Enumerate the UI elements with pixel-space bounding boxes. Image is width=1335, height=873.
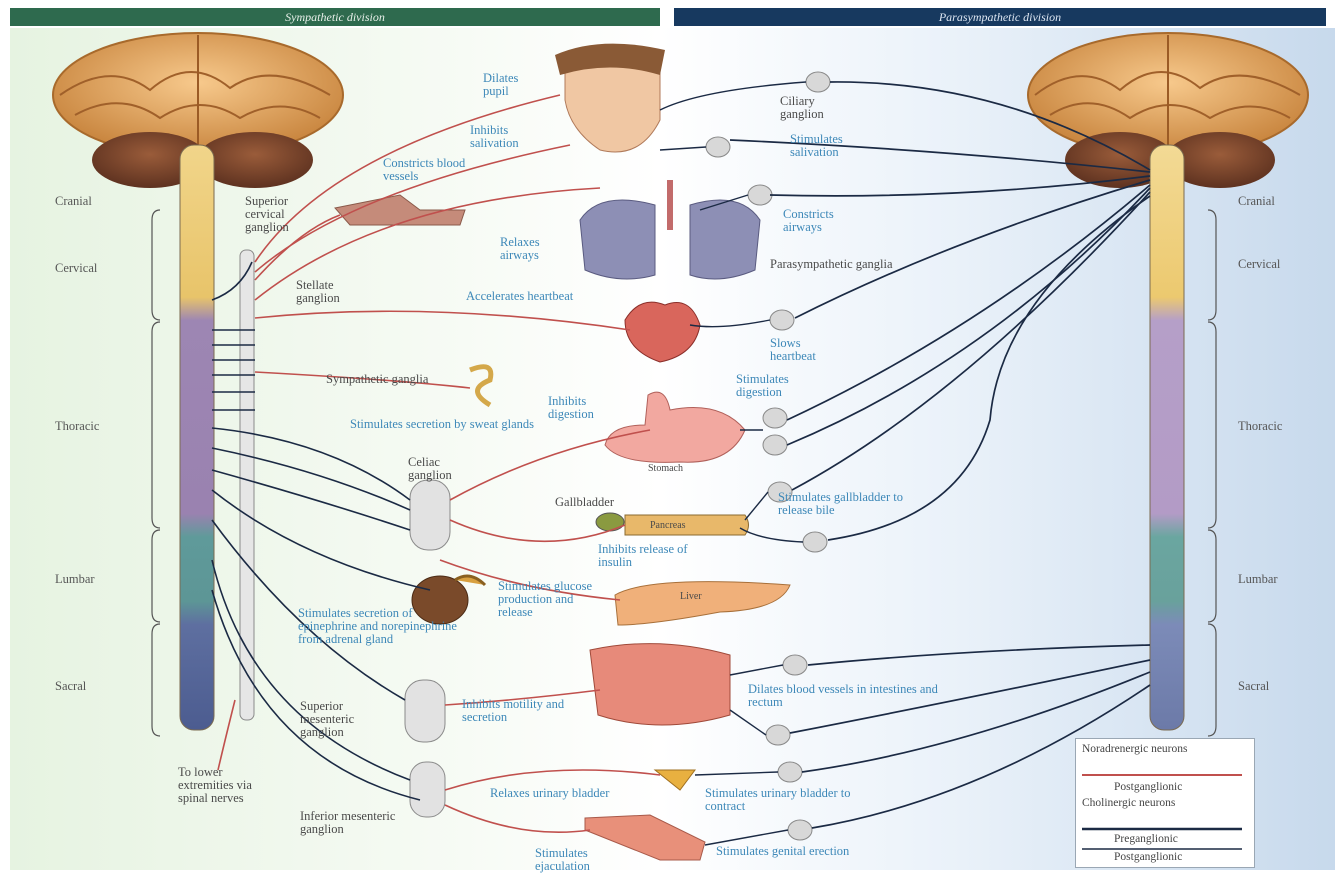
label-ciliary-ganglion: Ciliary ganglion bbox=[780, 95, 840, 121]
intestine-organ bbox=[590, 644, 730, 725]
heart-organ bbox=[625, 302, 700, 362]
left-region-thoracic: Thoracic bbox=[55, 420, 99, 433]
sympathetic-collateral-ganglia bbox=[405, 480, 450, 817]
label-superior-mesenteric-ganglion: Superior mesenteric ganglion bbox=[300, 700, 400, 739]
label-stellate-ganglion: Stellate ganglion bbox=[296, 279, 366, 305]
label-stomach: Stomach bbox=[648, 462, 683, 475]
label-stimulates-erection: Stimulates genital erection bbox=[716, 845, 886, 858]
label-celiac-ganglion: Celiac ganglion bbox=[408, 456, 468, 482]
parasympathetic-fibers bbox=[730, 82, 1150, 828]
left-region-sacral: Sacral bbox=[55, 680, 86, 693]
label-parasympathetic-ganglia: Parasympathetic ganglia bbox=[770, 258, 930, 271]
face-organ bbox=[555, 44, 665, 152]
right-region-cranial: Cranial bbox=[1238, 195, 1275, 208]
bladder-organ bbox=[655, 770, 695, 790]
label-stimulates-bladder: Stimulates urinary bladder to contract bbox=[705, 787, 885, 813]
right-spinal-cord bbox=[1150, 145, 1184, 730]
label-dilates-pupil: Dilates pupil bbox=[483, 72, 543, 98]
label-liver: Liver bbox=[680, 590, 702, 603]
legend: Noradrenergic neurons Postganglionic Cho… bbox=[1075, 738, 1255, 868]
label-stimulates-salivation: Stimulates salivation bbox=[790, 133, 880, 159]
left-spinal-cord bbox=[180, 145, 214, 730]
legend-preganglionic: Preganglionic bbox=[1114, 833, 1178, 845]
left-region-brackets bbox=[152, 210, 160, 736]
lungs-organ bbox=[580, 180, 760, 279]
sweat-gland-organ bbox=[470, 367, 491, 405]
label-dilates-blood-vessels: Dilates blood vessels in intestines and … bbox=[748, 683, 948, 709]
right-region-lumbar: Lumbar bbox=[1238, 573, 1278, 586]
label-sympathetic-ganglia: Sympathetic ganglia bbox=[326, 373, 436, 386]
label-inhibits-insulin: Inhibits release of insulin bbox=[598, 543, 718, 569]
left-region-lumbar: Lumbar bbox=[55, 573, 95, 586]
right-region-sacral: Sacral bbox=[1238, 680, 1269, 693]
parasympathetic-ganglia bbox=[706, 72, 830, 840]
legend-noradrenergic: Noradrenergic neurons bbox=[1082, 743, 1202, 755]
legend-cholinergic: Cholinergic neurons bbox=[1082, 797, 1202, 809]
liver-organ bbox=[615, 582, 790, 625]
label-pancreas: Pancreas bbox=[650, 519, 686, 532]
label-constricts-airways: Constricts airways bbox=[783, 208, 863, 234]
label-constricts-blood-vessels: Constricts blood vessels bbox=[383, 157, 493, 183]
label-stimulates-secretion-sweat: Stimulates secretion by sweat glands bbox=[350, 418, 545, 431]
left-region-cervical: Cervical bbox=[55, 262, 97, 275]
legend-red-line bbox=[1082, 771, 1247, 779]
label-superior-cervical-ganglion: Superior cervical ganglion bbox=[245, 195, 315, 234]
label-gallbladder: Gallbladder bbox=[555, 496, 614, 509]
right-region-cervical: Cervical bbox=[1238, 258, 1280, 271]
label-relaxes-airways: Relaxes airways bbox=[500, 236, 565, 262]
label-accelerates-heartbeat: Accelerates heartbeat bbox=[466, 290, 576, 303]
label-stimulates-epinephrine: Stimulates secretion of epinephrine and … bbox=[298, 607, 463, 646]
label-inhibits-salivation: Inhibits salivation bbox=[470, 124, 550, 150]
label-inhibits-motility: Inhibits motility and secretion bbox=[462, 698, 572, 724]
stomach-organ bbox=[605, 392, 745, 462]
label-stimulates-gallbladder: Stimulates gallbladder to release bile bbox=[778, 491, 938, 517]
label-stimulates-glucose: Stimulates glucose production and releas… bbox=[498, 580, 598, 619]
label-inferior-mesenteric-ganglion: Inferior mesenteric ganglion bbox=[300, 810, 400, 836]
left-region-cranial: Cranial bbox=[55, 195, 92, 208]
right-region-brackets bbox=[1208, 210, 1216, 736]
legend-dark-line-1 bbox=[1082, 825, 1247, 833]
label-relaxes-bladder: Relaxes urinary bladder bbox=[490, 787, 620, 800]
label-slows-heartbeat: Slows heartbeat bbox=[770, 337, 840, 363]
legend-postganglionic-2: Postganglionic bbox=[1114, 851, 1182, 863]
label-to-lower-extremities: To lower extremities via spinal nerves bbox=[178, 766, 258, 805]
label-inhibits-digestion: Inhibits digestion bbox=[548, 395, 618, 421]
right-region-thoracic: Thoracic bbox=[1238, 420, 1282, 433]
label-stimulates-ejaculation: Stimulates ejaculation bbox=[535, 847, 635, 873]
label-stimulates-digestion: Stimulates digestion bbox=[736, 373, 836, 399]
legend-postganglionic-1: Postganglionic bbox=[1114, 781, 1182, 793]
